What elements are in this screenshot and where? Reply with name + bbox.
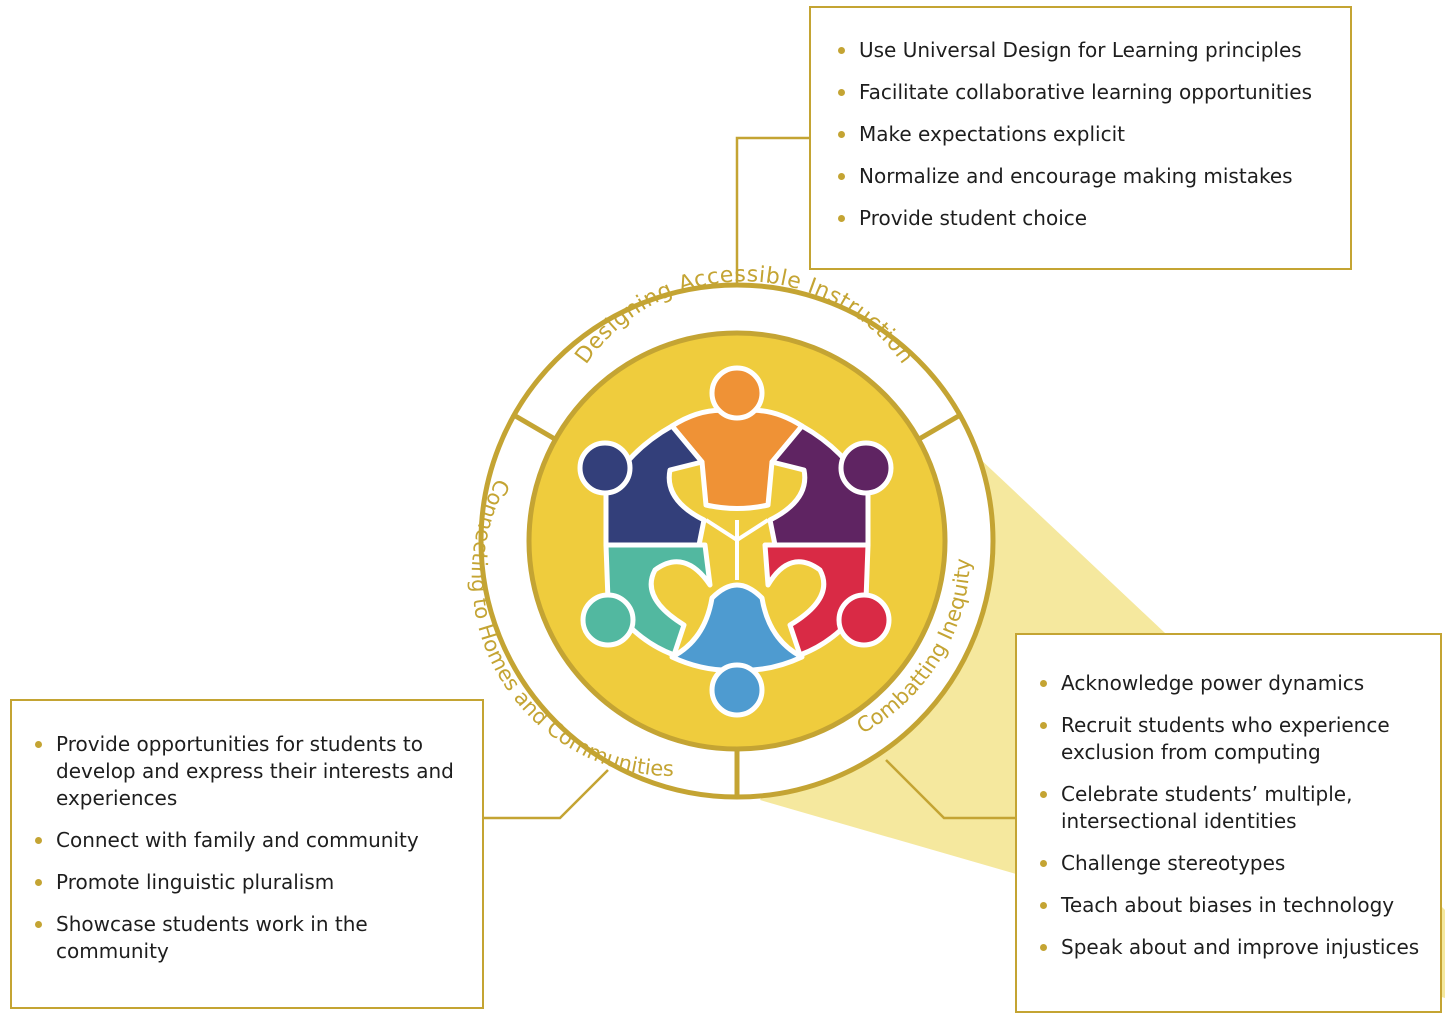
- list-item: Recruit students who experience exclusio…: [1037, 712, 1430, 766]
- bullet-list: Provide opportunities for students to de…: [32, 731, 464, 965]
- connector-top: [735, 136, 809, 286]
- list-item: Challenge stereotypes: [1037, 850, 1430, 877]
- connector-left: [484, 769, 609, 820]
- head-navy: [577, 440, 633, 496]
- list-item: Make expectations explicit: [835, 121, 1330, 148]
- list-item: Celebrate students’ multiple, intersecti…: [1037, 781, 1430, 835]
- combatting-inequity-box: Acknowledge power dynamics Recruit stude…: [1015, 633, 1442, 1013]
- list-item: Speak about and improve injustices: [1037, 934, 1430, 961]
- bullet-list: Acknowledge power dynamics Recruit stude…: [1037, 670, 1430, 961]
- list-item: Showcase students work in the community: [32, 911, 464, 965]
- list-item: Provide opportunities for students to de…: [32, 731, 464, 812]
- list-item: Facilitate collaborative learning opport…: [835, 79, 1330, 106]
- head-teal: [580, 592, 636, 648]
- people-circle-emblem: [577, 365, 894, 718]
- connecting-to-homes-box: Provide opportunities for students to de…: [10, 699, 484, 1009]
- head-orange: [709, 365, 765, 421]
- person-orange-icon: [669, 407, 805, 511]
- list-item: Acknowledge power dynamics: [1037, 670, 1430, 697]
- list-item: Normalize and encourage making mistakes: [835, 163, 1330, 190]
- center-divider: [704, 518, 770, 580]
- designing-accessible-instruction-box: Use Universal Design for Learning princi…: [809, 6, 1352, 270]
- head-blue: [709, 662, 765, 718]
- connector-right: [885, 759, 1015, 820]
- list-item: Teach about biases in technology: [1037, 892, 1430, 919]
- list-item: Promote linguistic pluralism: [32, 869, 464, 896]
- list-item: Connect with family and community: [32, 827, 464, 854]
- list-item: Provide student choice: [835, 205, 1330, 232]
- head-purple: [838, 440, 894, 496]
- head-red: [836, 592, 892, 648]
- list-item: Use Universal Design for Learning princi…: [835, 37, 1330, 64]
- bullet-list: Use Universal Design for Learning princi…: [835, 37, 1330, 232]
